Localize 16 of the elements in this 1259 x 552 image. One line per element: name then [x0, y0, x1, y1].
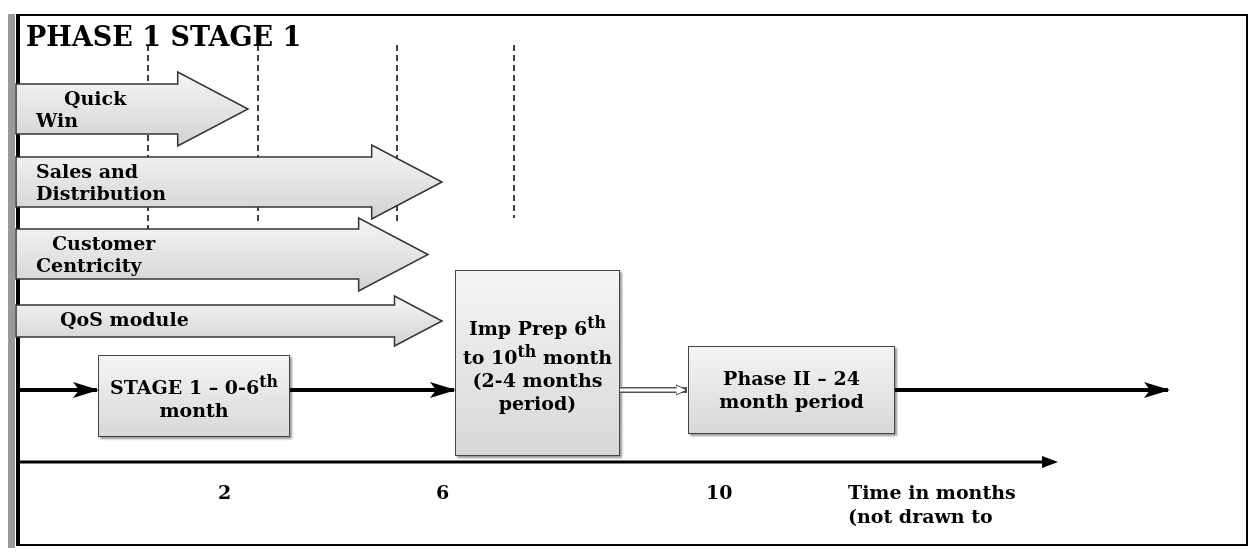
arrow [895, 382, 1170, 398]
arrow-label: QoS module [60, 308, 190, 330]
tick-label: 6 [436, 480, 451, 504]
arrow [290, 382, 456, 398]
arrow-label: Sales and Distribution [36, 160, 167, 204]
arrow [18, 382, 99, 398]
title: PHASE 1 STAGE 1 [26, 20, 302, 54]
process-box: Imp Prep 6$^{th}$ to 10$^{th}$ month (2-4 months period) [455, 270, 620, 456]
process-box: STAGE 1 – 0-6$^{th}$ month [98, 355, 290, 437]
tick-label: 2 [218, 480, 233, 504]
axis-title: Time in months (not drawn to [848, 480, 1017, 528]
arrow-label: Quick Win [36, 87, 128, 131]
arrow-label: Customer Centricity [36, 232, 157, 276]
process-box: Phase II – 24 month period [688, 346, 895, 434]
arrow [620, 384, 688, 396]
tick-label: 10 [706, 480, 734, 504]
